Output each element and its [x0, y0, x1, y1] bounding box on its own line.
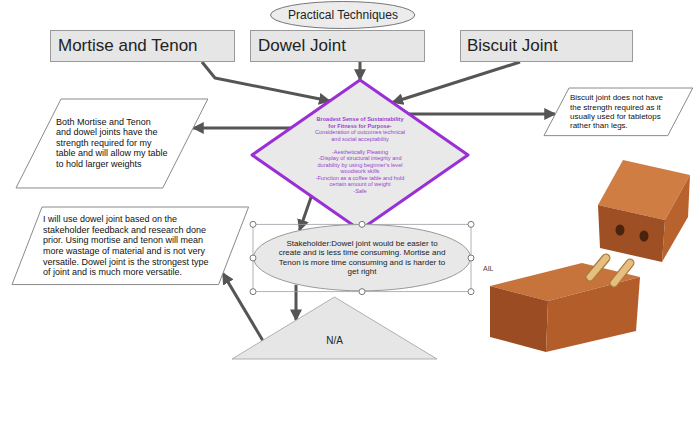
selection-handle [468, 255, 474, 261]
decision-diamond: Broadest Sense of Sustainability for Fit… [252, 80, 468, 230]
node-text: Consideration of outcomes technical and … [312, 129, 408, 142]
flow-arrow [295, 285, 298, 321]
dowel-hole [640, 231, 649, 242]
selection-handle [468, 221, 474, 227]
title-ellipse-shape [271, 1, 415, 28]
feedback-ellipse: Stakeholder:Dowel joint would be easier … [253, 224, 471, 291]
process-box-shape [51, 31, 235, 62]
flow-arrow [223, 273, 263, 340]
node-text-group: Biscuit Joint [467, 36, 558, 56]
selection-handle [250, 221, 256, 227]
node-text-group: Biscuit joint does not have the strength… [570, 93, 666, 131]
process-box-shape [251, 31, 425, 62]
dowel-pin [590, 258, 606, 277]
title-ellipse: Practical Techniques [270, 1, 415, 29]
selection-frame [253, 224, 471, 291]
decision-diamond-shape [252, 80, 468, 230]
feedback-ellipse-shape [254, 225, 471, 291]
node-text-group: Mortise and Tenon [58, 36, 198, 56]
dowel-pin [590, 258, 606, 277]
node-text-group: Stakeholder:Dowel joint would be easier … [278, 239, 446, 277]
node-text-group: N/A [326, 335, 343, 347]
node-text: Biscuit joint does not have the strength… [570, 93, 666, 131]
node-text: N/A [326, 335, 343, 347]
flow-arrow [193, 127, 291, 130]
data-parallelogram-shape [16, 99, 208, 188]
selection-handle [359, 289, 365, 295]
flow-arrow [392, 62, 520, 103]
photo-caption-fragment: AIL [483, 265, 494, 272]
flow-arrow [409, 113, 555, 116]
data-parallelogram: Both Mortise and Tenon and dowel joints … [16, 99, 208, 188]
connector-group [193, 62, 555, 340]
node-text: Broadest Sense of Sustainability for Fit… [312, 116, 408, 129]
flow-arrow [202, 62, 330, 101]
node-text-group: Broadest Sense of Sustainability for Fit… [312, 116, 408, 194]
node-text-group: I will use dowel joint based on the stak… [43, 214, 217, 278]
outcome-triangle-outline [232, 297, 437, 359]
selection-handle [250, 255, 256, 261]
node-text-group: Both Mortise and Tenon and dowel joints … [56, 117, 168, 170]
node-text: Biscuit Joint [467, 36, 558, 56]
data-parallelogram-shape [12, 207, 249, 285]
node-text: Mortise and Tenon [58, 36, 198, 56]
node-text: -Display of structural integrity and dur… [312, 155, 408, 175]
node-text: I will use dowel joint based on the stak… [43, 214, 217, 278]
flow-arrow [299, 196, 311, 230]
node-text: -Function as a coffee table and hold cer… [312, 175, 408, 188]
outcome-triangle: N/A [232, 297, 437, 359]
block-side-face [546, 277, 640, 352]
data-parallelogram-shape [544, 88, 693, 136]
block-end-face [598, 205, 665, 262]
node-text-group: Practical Techniques [288, 8, 398, 22]
dowel-pin [614, 263, 630, 283]
outcome-triangle-shape [232, 297, 437, 359]
block-front-face [490, 286, 548, 352]
node-text: Practical Techniques [288, 8, 398, 22]
process-box: Dowel Joint [250, 30, 425, 62]
flow-arrow [359, 62, 362, 80]
block-side-face [662, 175, 690, 262]
process-box-shape [461, 31, 633, 62]
node-text: Both Mortise and Tenon and dowel joints … [56, 117, 168, 170]
joint-photo [490, 160, 690, 352]
data-parallelogram: I will use dowel joint based on the stak… [12, 207, 249, 285]
process-box: Biscuit Joint [460, 30, 633, 62]
dowel-hole [616, 225, 625, 236]
node-text: -Aesthetically Pleasing [312, 149, 408, 156]
dowel-pin [614, 263, 630, 283]
process-box: Mortise and Tenon [50, 30, 235, 62]
node-text: Dowel Joint [258, 36, 346, 56]
selection-handle [250, 289, 256, 295]
selection-handle [359, 221, 365, 227]
selection-handle [468, 289, 474, 295]
node-text-group: Dowel Joint [258, 36, 346, 56]
node-text: -Safe [312, 188, 408, 195]
data-parallelogram: Biscuit joint does not have the strength… [544, 88, 693, 136]
node-text: Stakeholder:Dowel joint would be easier … [278, 239, 446, 277]
